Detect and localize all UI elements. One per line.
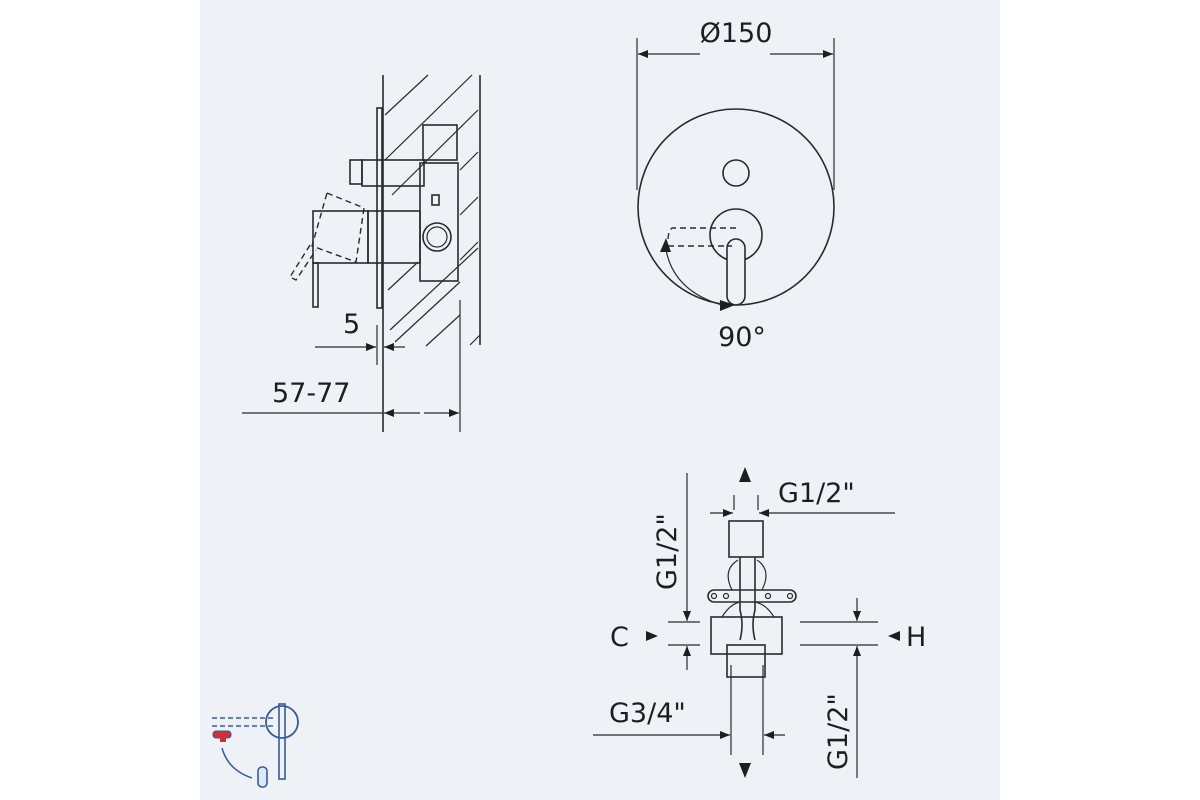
front-view: Ø150 90° (636, 18, 835, 353)
diverter-stem (361, 159, 425, 187)
rotated-handle-dashed (311, 192, 365, 263)
wall-hatching (382, 74, 481, 432)
valve-body (710, 616, 783, 655)
valve-view: G1/2" G1/2" C G1/2" H G3/4" (593, 467, 926, 778)
lever (312, 262, 319, 308)
operation-icon (212, 703, 299, 788)
diverter-knob (722, 159, 750, 187)
cold-arrow-icon (646, 631, 658, 641)
cover-plate (376, 107, 383, 309)
dim-depth-label: 57-77 (272, 378, 350, 409)
cold-label: C (610, 622, 629, 653)
hot-arrow-icon (888, 631, 900, 641)
down-arrow-icon (739, 763, 751, 778)
top-outlet (728, 520, 764, 558)
diverter-top (422, 124, 458, 161)
dim-gap-label: 5 (343, 309, 360, 340)
hot-label: H (906, 622, 926, 653)
right-outlet-label: G1/2" (823, 693, 854, 770)
side-view: 5 57-77 (242, 74, 481, 432)
left-outlet-label: G1/2" (652, 513, 683, 590)
mounting-bracket (707, 589, 797, 603)
outlet-port (422, 222, 452, 252)
lever (726, 238, 746, 306)
top-outlet-label: G1/2" (778, 478, 855, 509)
drawing-panel (200, 0, 1000, 800)
inlet-fitting (726, 644, 766, 678)
up-arrow-icon (739, 467, 751, 482)
rotation-label: 90° (718, 322, 766, 353)
cartridge (367, 210, 421, 264)
dim-diameter-label: Ø150 (700, 18, 773, 49)
valve-body (419, 162, 459, 282)
handle (312, 210, 369, 264)
bottom-inlet-label: G3/4" (609, 698, 686, 729)
rotation-arc (664, 242, 723, 306)
diverter-knob (349, 159, 363, 185)
